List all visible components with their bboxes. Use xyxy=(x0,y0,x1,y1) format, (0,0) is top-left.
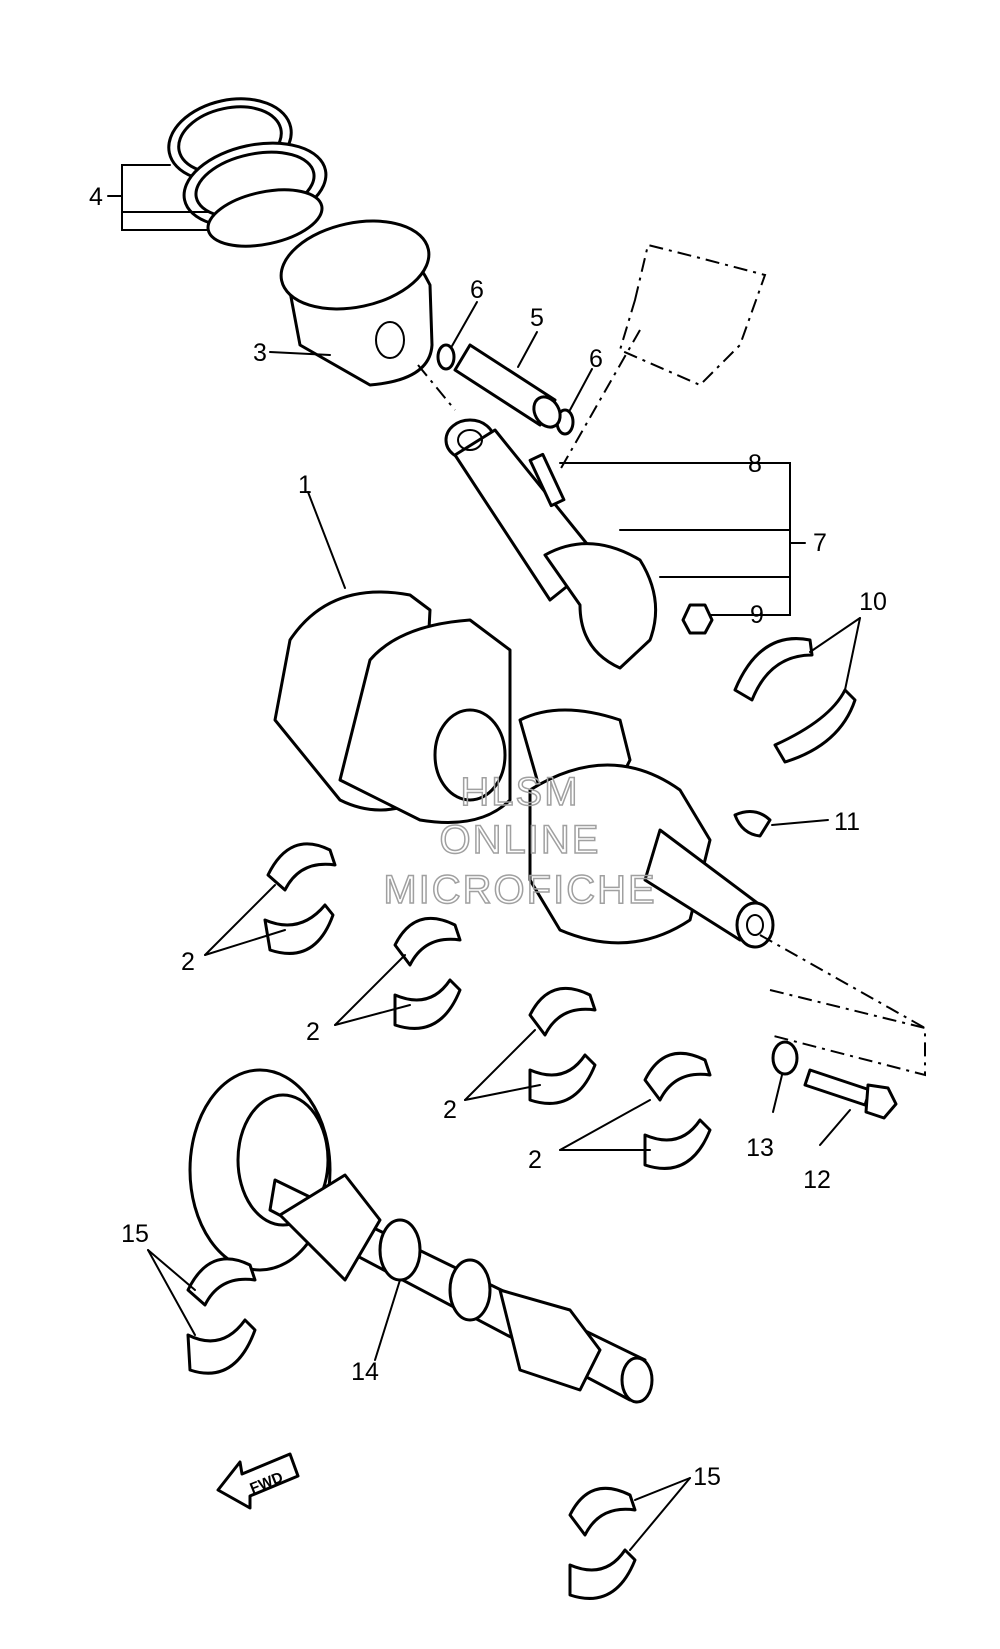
callout-2a: 2 xyxy=(181,948,195,976)
callout-15a: 15 xyxy=(121,1220,149,1248)
main-bearing-3 xyxy=(528,986,597,1105)
balancer-bearing-1 xyxy=(186,1257,257,1375)
circlip-upper xyxy=(436,343,456,371)
callout-15b: 15 xyxy=(693,1463,721,1491)
rod-nut xyxy=(681,603,714,635)
piston xyxy=(279,219,434,387)
callout-8: 8 xyxy=(748,450,762,478)
leader-7 xyxy=(559,462,791,616)
callout-9: 9 xyxy=(750,601,764,629)
fwd-arrow-icon: FWD xyxy=(216,1452,300,1510)
callout-1: 1 xyxy=(298,471,312,499)
callout-11: 11 xyxy=(834,808,860,836)
rod-bolt xyxy=(528,452,566,508)
callout-4: 4 xyxy=(89,183,103,211)
callout-2c: 2 xyxy=(443,1096,457,1124)
leader-3 xyxy=(269,351,331,356)
crankshaft xyxy=(273,590,775,949)
flange-bolt xyxy=(803,1068,898,1120)
callout-7: 7 xyxy=(813,529,827,557)
callout-6a: 6 xyxy=(470,276,484,304)
callout-12: 12 xyxy=(803,1166,831,1194)
callout-6b: 6 xyxy=(589,345,603,373)
woodruff-key xyxy=(733,809,772,838)
bolt-reference-box xyxy=(769,989,926,1077)
callout-10: 10 xyxy=(859,588,887,616)
main-bearing-4 xyxy=(643,1051,712,1170)
watermark: HLSM ONLINE MICROFICHE xyxy=(383,769,656,913)
watermark-line-2: ONLINE xyxy=(440,818,601,862)
callout-2d: 2 xyxy=(528,1146,542,1174)
callout-labels: 1 2 2 2 2 3 4 5 6 6 7 8 9 10 11 12 13 14… xyxy=(89,183,887,1491)
callout-3: 3 xyxy=(253,339,267,367)
callout-14: 14 xyxy=(351,1358,379,1386)
big-end-bearings xyxy=(733,637,857,764)
washer xyxy=(771,1040,799,1076)
callout-2b: 2 xyxy=(306,1018,320,1046)
rod-reference-outline xyxy=(559,243,767,471)
main-bearing-1 xyxy=(263,842,337,955)
watermark-line-3: MICROFICHE xyxy=(383,868,656,912)
balancer-shaft xyxy=(188,1068,654,1404)
connecting-rod xyxy=(444,418,658,670)
main-bearing-2 xyxy=(393,916,462,1030)
balancer-bearing-2 xyxy=(568,1486,637,1600)
callout-13: 13 xyxy=(746,1134,774,1162)
callout-5: 5 xyxy=(530,304,544,332)
piston-rings xyxy=(167,97,328,248)
watermark-line-1: HLSM xyxy=(460,770,579,814)
piston-pin xyxy=(453,343,562,429)
leader-4 xyxy=(121,164,209,231)
